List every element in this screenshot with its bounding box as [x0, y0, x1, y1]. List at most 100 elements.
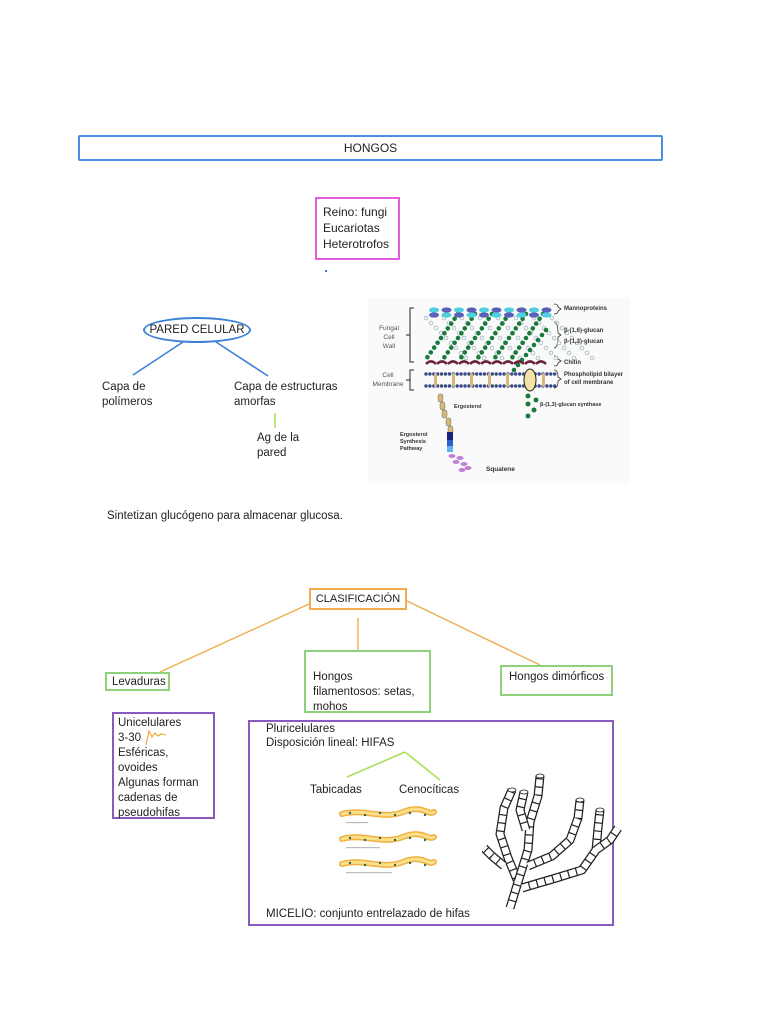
lipid-head: [475, 372, 479, 376]
cenociticas-label: Cenocíticas: [399, 784, 460, 796]
levaduras-label: Levaduras: [112, 675, 166, 688]
lipid-head: [545, 384, 549, 388]
glucan13-bead: [503, 340, 508, 346]
hypha-nucleus: [393, 838, 397, 842]
chitin-strand: [491, 360, 503, 365]
glucan16-bead: [561, 345, 567, 351]
kingdom-box: Reino: fungi Eucariotas Heterotrofos: [315, 197, 400, 260]
hypha-cells: [496, 788, 522, 909]
glucan13-bead: [489, 335, 495, 341]
node-line: pared: [257, 447, 287, 459]
chitin-strand: [447, 360, 459, 365]
glucan-synthase: [523, 368, 537, 392]
lipid-head: [447, 372, 452, 376]
hypha-nucleus: [363, 863, 367, 867]
squalene-molecule: [458, 468, 466, 472]
stray-dot: [325, 270, 327, 272]
glucan13-bead: [520, 340, 525, 346]
lipid-head: [478, 384, 483, 388]
ergosterol-molecule: [506, 373, 509, 387]
title-box: HONGOS: [78, 135, 663, 161]
glucan16-bead: [448, 340, 454, 346]
chitin-strand: [469, 360, 481, 365]
glucan16-bead: [546, 330, 552, 336]
glucan16-bead: [499, 355, 505, 361]
glucan13-bead: [531, 407, 537, 413]
squalene-molecule: [464, 466, 472, 470]
pathway-step: [447, 440, 453, 446]
cell-wall-figure: Fungal Cell Wall Cell Membrane Mannoprot…: [368, 298, 630, 484]
ergosterol-step: [441, 409, 448, 419]
synthase-label: β-(1,3)-glucan synthase: [540, 402, 602, 408]
glycogen-note: Sintetizan glucógeno para almacenar gluc…: [107, 510, 343, 522]
lipid-head: [467, 384, 471, 388]
glucan13-bead: [465, 345, 471, 350]
squalene-molecule: [460, 462, 468, 466]
hifas-cenociticas-line: [404, 751, 441, 781]
mannoprotein: [504, 312, 514, 318]
glucan13-bead: [476, 330, 481, 336]
glucan13-bead: [455, 335, 461, 341]
mycelium-drawing: [482, 773, 622, 910]
node-line: polímeros: [102, 396, 153, 408]
glucan13-bead: [459, 330, 464, 336]
lipid-head: [553, 372, 557, 376]
chitin-strand: [513, 360, 525, 365]
kingdom-line: Reino: fungi: [323, 205, 388, 219]
pathway-label: Ergosterol Synthesis Pathway: [400, 432, 428, 453]
lipid-head: [549, 384, 553, 388]
glucan13-bead: [511, 367, 517, 373]
hypha-nucleus: [348, 861, 352, 865]
hypha-cells: [514, 775, 544, 883]
glucan16-bead: [530, 350, 536, 356]
hypha-cells: [594, 826, 621, 853]
hypha-cells: [482, 845, 507, 869]
dimorficos-label: Hongos dimórficos: [509, 671, 605, 683]
lipid-head: [517, 372, 522, 376]
lipid-head: [443, 384, 448, 388]
hypha-nucleus: [393, 863, 397, 867]
label-line: Ergosterol: [400, 432, 428, 438]
lipid-head: [428, 372, 432, 376]
glucan13-bead: [523, 335, 529, 341]
glucan16-bead: [461, 335, 467, 341]
glucan16-bead: [423, 315, 429, 321]
hypha-tip: [575, 797, 585, 803]
hypha-cells: [526, 799, 584, 869]
label-line: Membrane: [372, 381, 404, 388]
glucan13-bead: [535, 337, 541, 343]
glucan16-bead: [481, 355, 487, 361]
hypha-tip: [595, 807, 605, 813]
right-bracket: [553, 303, 562, 315]
glucan13-bead: [445, 350, 451, 355]
phospholipid-label: Phospholipid bilayer: [564, 372, 624, 378]
glucan16-bead: [553, 355, 559, 361]
glucan13-bead: [520, 316, 525, 322]
hypha-caption-placeholder: [346, 847, 380, 849]
hypha-caption-placeholder: [346, 822, 368, 824]
glucan13-bead: [486, 316, 491, 322]
glucan13-bead: [537, 316, 542, 322]
lipid-head: [467, 372, 471, 376]
lipid-head: [537, 384, 541, 388]
glucan16-bead: [463, 355, 469, 361]
ergosterol-molecule: [542, 373, 545, 387]
lipid-head: [490, 384, 494, 388]
detail-line: Esféricas, ovoides: [118, 747, 169, 774]
capa-amorfas-node: Capa de estructuras amorfas: [234, 380, 338, 410]
right-bracket: [553, 321, 562, 349]
mannoprotein: [441, 312, 452, 318]
glucan13-bead: [525, 413, 531, 419]
mannoprotein: [479, 307, 489, 313]
glucan13-bead: [523, 352, 529, 358]
lipid-head: [482, 372, 487, 376]
micelio-label: MICELIO: conjunto entrelazado de hifas: [266, 908, 470, 920]
glucan16-label: β-(1,6)-glucan: [564, 328, 604, 334]
lipid-head: [439, 384, 444, 388]
mannoprotein: [454, 312, 464, 318]
detail-line: 3-30: [118, 732, 142, 744]
hypha-tip: [535, 773, 545, 779]
label-line: Synthesis: [400, 439, 426, 445]
glucan13-bead: [493, 330, 498, 336]
